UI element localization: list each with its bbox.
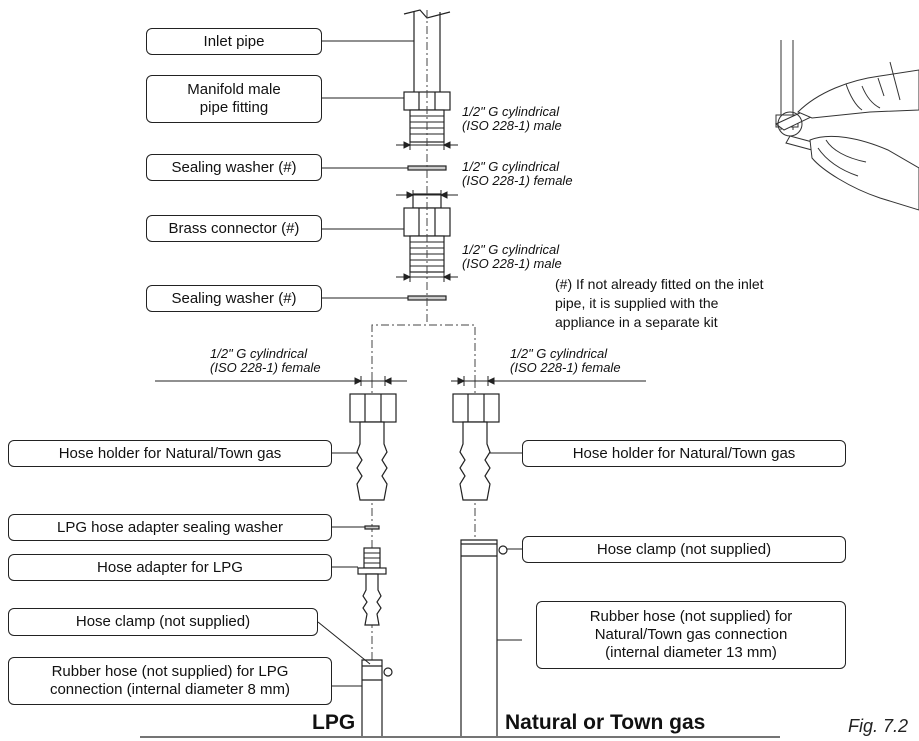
spec-female-connector: 1/2" G cylindrical (ISO 228-1) female [462,159,573,188]
spec-female-right: 1/2" G cylindrical (ISO 228-1) female [510,346,621,375]
inlet-pipe-break [403,9,451,19]
figure-caption: Fig. 7.2 [848,716,909,736]
label-hose-holder-right: Hose holder for Natural/Town gas [522,440,846,467]
spec-male-connector: 1/2" G cylindrical (ISO 228-1) male [462,242,562,271]
left-hose-tail [356,421,388,501]
lpg-clamp-screw [383,667,393,677]
left-hose-nut [349,393,397,423]
right-hose-nut [452,393,500,423]
label-hose-clamp-left: Hose clamp (not supplied) [8,608,318,636]
label-hose-holder-left: Hose holder for Natural/Town gas [8,440,332,467]
spec-male-manifold: 1/2" G cylindrical (ISO 228-1) male [462,104,562,133]
lpg-adapter-hex [357,567,387,575]
label-rubber-hose-natural: Rubber hose (not supplied) for Natural/T… [536,601,846,669]
lpg-rubber-hose [361,659,383,736]
label-sealing-washer-top: Sealing washer (#) [146,154,322,181]
wrench-hands-illustration [775,40,919,211]
lpg-adapter-tail [362,573,382,626]
right-hose-tail [459,421,491,501]
split-centre-line [371,324,476,380]
label-brass-connector: Brass connector (#) [146,215,322,242]
label-rubber-hose-lpg: Rubber hose (not supplied) for LPG conne… [8,657,332,705]
spec-female-left: 1/2" G cylindrical (ISO 228-1) female [210,346,321,375]
label-sealing-washer-bottom: Sealing washer (#) [146,285,322,312]
natural-clamp-screw [498,545,508,555]
label-hose-clamp-right: Hose clamp (not supplied) [522,536,846,563]
lpg-washer-shape [364,525,380,530]
caption-lpg: LPG [312,711,356,734]
caption-natural: Natural or Town gas [505,711,706,734]
label-lpg-washer: LPG hose adapter sealing washer [8,514,332,541]
label-manifold-fitting: Manifold male pipe fitting [146,75,322,123]
label-lpg-adapter: Hose adapter for LPG [8,554,332,581]
kit-note: (#) If not already fitted on the inlet p… [555,276,764,330]
label-inlet-pipe: Inlet pipe [146,28,322,55]
natural-rubber-hose [460,539,498,736]
